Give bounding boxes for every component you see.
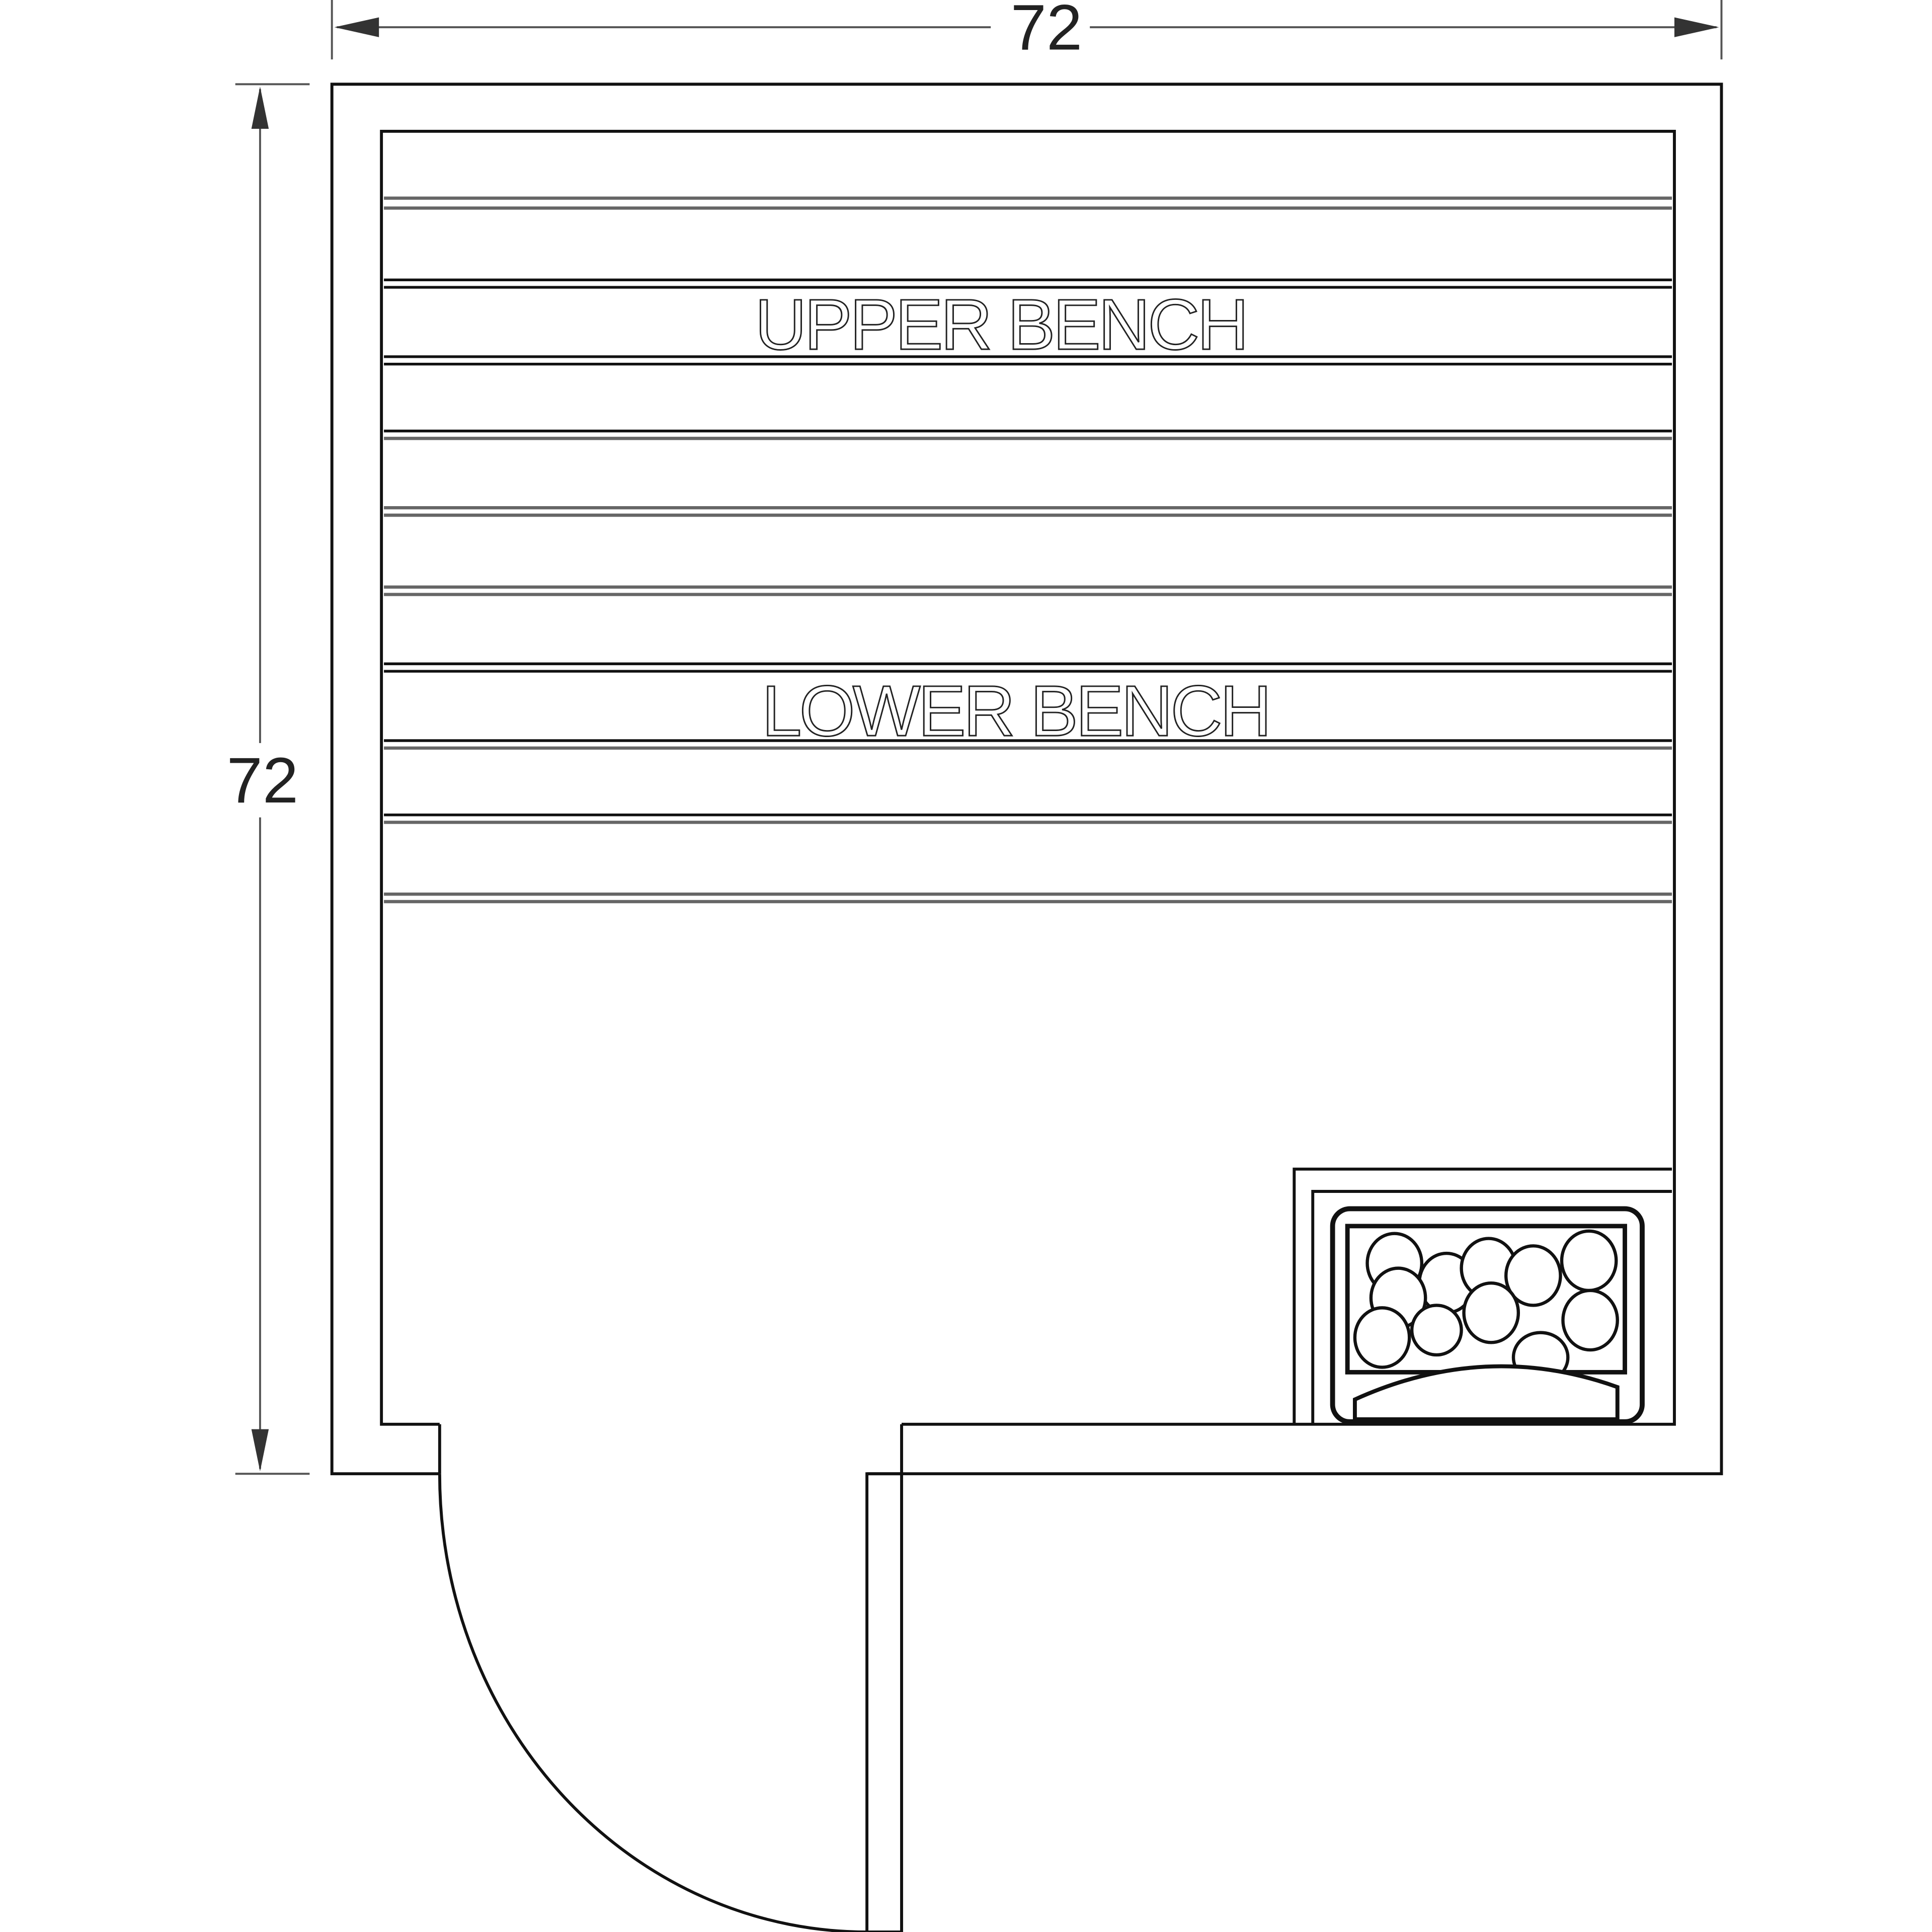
arrowhead-right-icon bbox=[1674, 17, 1719, 37]
door-leaf bbox=[865, 1472, 903, 1932]
arrowhead-down-icon bbox=[251, 1429, 269, 1472]
door-swing-arc bbox=[438, 1474, 867, 1932]
heater bbox=[1293, 1167, 1672, 1424]
heater-guard-inner bbox=[1311, 1190, 1672, 1424]
upper-bench-label: UPPER BENCH bbox=[755, 285, 1246, 365]
door bbox=[438, 1472, 903, 1932]
depth-label: 72 bbox=[227, 745, 298, 817]
outer-wall bbox=[330, 83, 1723, 1476]
heater-stone-curve bbox=[1352, 1364, 1620, 1421]
arrowhead-left-icon bbox=[334, 17, 379, 37]
bench-slats bbox=[384, 196, 1672, 904]
arrowhead-up-icon bbox=[251, 87, 269, 129]
lower-bench-label: LOWER BENCH bbox=[762, 671, 1269, 751]
width-label: 72 bbox=[1011, 0, 1082, 63]
heater-guard-outer bbox=[1293, 1167, 1672, 1424]
depth-dimension: 72 bbox=[227, 83, 310, 1475]
width-dimension: 72 bbox=[331, 0, 1723, 63]
